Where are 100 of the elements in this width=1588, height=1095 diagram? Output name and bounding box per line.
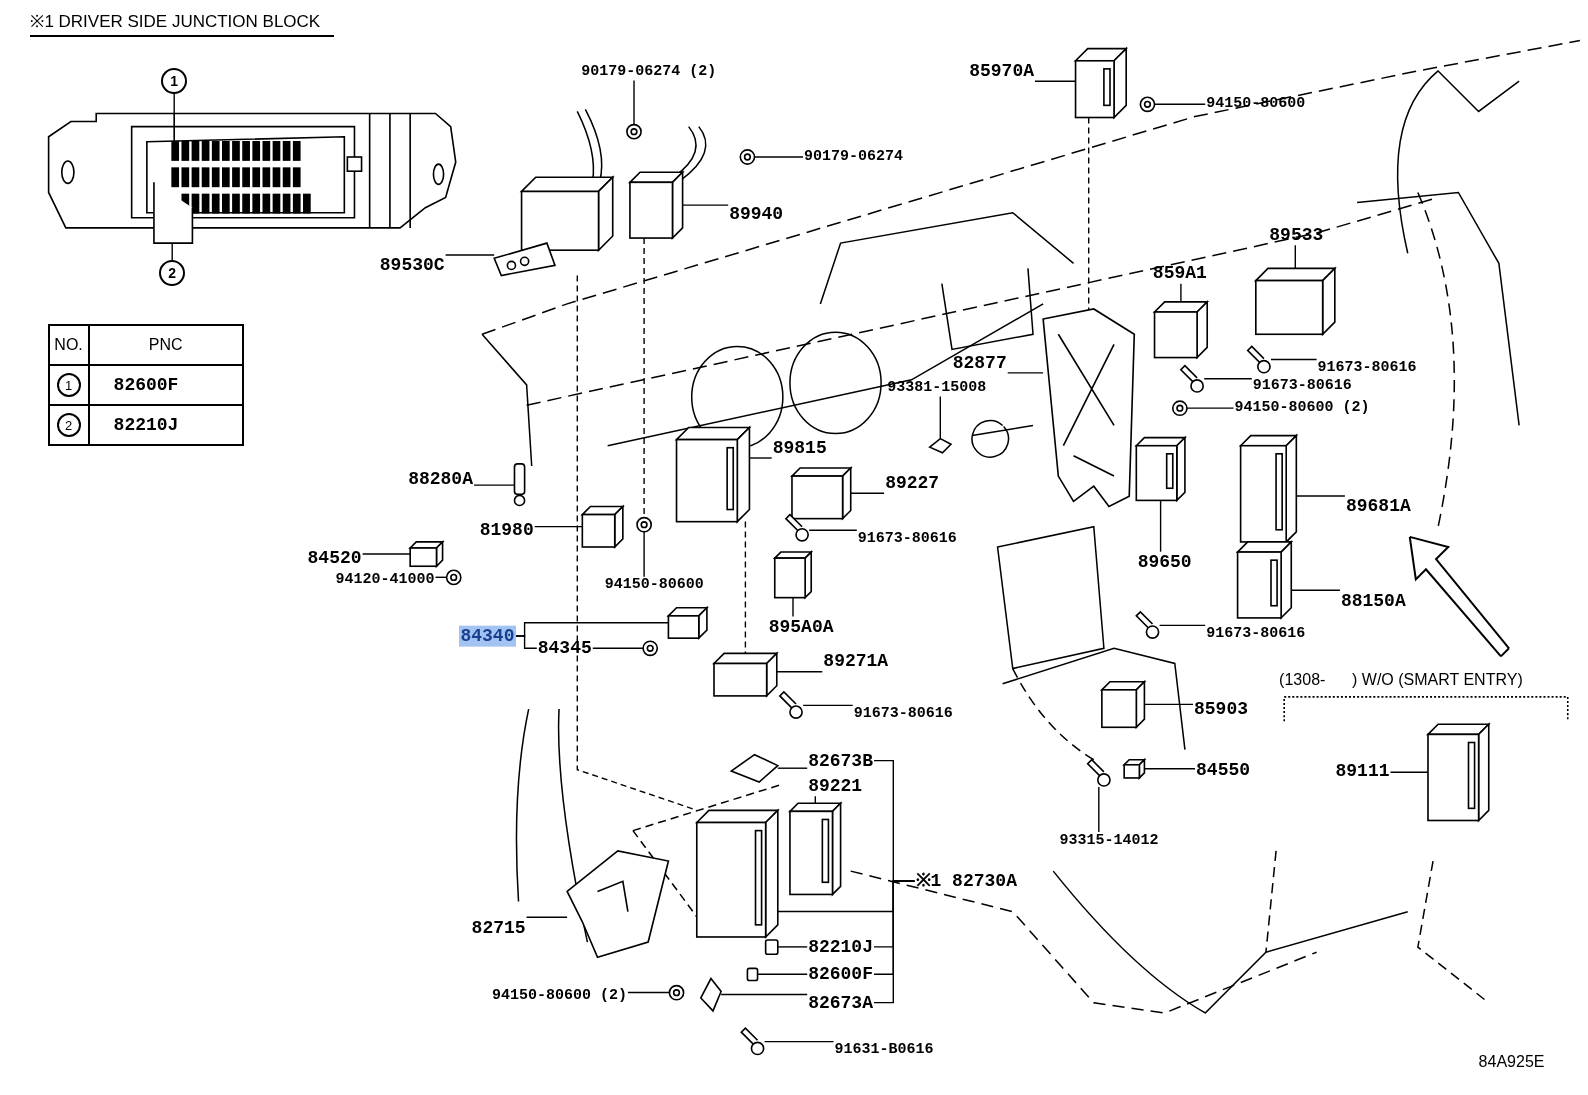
part-number: 90179-06274 (2) — [580, 63, 718, 81]
part-number: 94150-80600 (2) — [1233, 399, 1371, 417]
leader-line — [939, 395, 941, 440]
junction-block — [1426, 722, 1491, 823]
part-number: 94120-41000 — [334, 571, 436, 589]
leader-line — [1203, 378, 1253, 380]
nut — [739, 149, 756, 165]
section-title: ※1 DRIVER SIDE JUNCTION BLOCK — [30, 9, 335, 38]
leader-line — [1098, 786, 1100, 833]
nut — [445, 569, 462, 586]
bolt — [1179, 364, 1204, 393]
condition-note: (1308- ) W/O (SMART ENTRY) — [1279, 671, 1523, 690]
leader-line — [1186, 407, 1235, 409]
part-number: 88150A — [1339, 590, 1407, 611]
table-cell: 82210J — [89, 404, 242, 445]
leader-line — [1180, 283, 1182, 303]
part-number: 82673B — [807, 750, 874, 771]
part-number: 94150-80600 (2) — [490, 986, 628, 1005]
control-module — [493, 175, 615, 277]
callout-number: 2 — [159, 260, 186, 287]
leader-line — [814, 795, 816, 804]
part-number: 859A1 — [1151, 263, 1208, 284]
leader-line — [576, 274, 698, 811]
clip — [928, 437, 953, 454]
bolt — [778, 690, 803, 719]
leader-line — [592, 647, 644, 649]
switch — [666, 605, 709, 641]
leader-line — [792, 596, 794, 618]
part-number: 82877 — [951, 352, 1008, 373]
leader-line — [1295, 495, 1346, 497]
part-number: 895A0A — [767, 616, 835, 638]
leader-line — [756, 973, 808, 975]
fuse — [764, 939, 779, 955]
part-number: 89111 — [1334, 760, 1391, 782]
leader-line — [534, 525, 583, 528]
leader-line — [777, 767, 808, 769]
header-cell: NO. — [49, 326, 90, 365]
leader-line — [1159, 499, 1162, 553]
part-number: 93381-15008 — [886, 379, 988, 397]
junction-block-drawing — [47, 112, 457, 244]
part-number: 91673-80616 — [1251, 377, 1353, 395]
bolt — [1135, 610, 1160, 639]
part-number: 84550 — [1195, 759, 1252, 781]
bolt — [740, 1027, 765, 1056]
leader-line — [633, 79, 635, 126]
leader-line — [525, 916, 568, 918]
part-number: ※1 82730A — [914, 870, 1018, 892]
relay — [1099, 679, 1147, 730]
header-cell-text: PNC — [147, 335, 184, 356]
callout-number: 1 — [161, 68, 188, 94]
part-number: 84520 — [306, 547, 363, 569]
drawing-code: 84A925E — [1478, 1053, 1545, 1072]
part-number: 84345 — [536, 637, 593, 659]
relay — [1122, 757, 1147, 780]
part-number: 84340 — [459, 625, 516, 647]
leader-line — [1143, 703, 1194, 706]
part-number: 89681A — [1344, 496, 1412, 517]
part-number: 85903 — [1193, 698, 1250, 720]
part-number: 89533 — [1268, 224, 1325, 246]
leader-line — [850, 492, 885, 494]
part-number: 89815 — [771, 437, 828, 458]
part-number: 91673-80616 — [856, 530, 958, 548]
switch — [408, 539, 445, 569]
part-number: 89221 — [807, 775, 864, 797]
circled-number: 2 — [56, 413, 81, 438]
leader-line — [1153, 103, 1206, 105]
nut — [1139, 96, 1156, 113]
relay-block — [790, 466, 853, 521]
leader-line — [744, 520, 747, 654]
part-number: 91631-B0616 — [833, 1041, 935, 1059]
leader-line — [643, 531, 645, 578]
leader-line — [1034, 80, 1077, 82]
part-number: 89227 — [884, 472, 941, 494]
part-number: 91673-80616 — [1316, 359, 1418, 377]
leader-line — [1290, 589, 1341, 591]
part-number: 82673A — [807, 992, 874, 1013]
part-number: 90179-06274 — [803, 148, 905, 166]
control-module — [712, 651, 779, 698]
control-module — [1152, 299, 1210, 360]
leader-line — [361, 553, 411, 555]
part-number: 85970A — [968, 60, 1036, 82]
leader-line — [1294, 244, 1296, 270]
part-number: 93315-14012 — [1058, 831, 1160, 850]
relay — [1073, 46, 1129, 120]
clip — [729, 753, 780, 783]
leader-line — [753, 156, 804, 158]
leader-line — [1088, 116, 1090, 310]
part-number: 89530C — [378, 255, 446, 276]
mounting-bracket — [566, 850, 670, 959]
part-number: 88280A — [407, 468, 474, 490]
fuse — [746, 967, 759, 982]
control-module — [1238, 433, 1299, 544]
part-number: 89650 — [1136, 551, 1193, 573]
part-number: 91673-80616 — [852, 705, 954, 723]
relay — [772, 550, 814, 600]
clip — [699, 977, 722, 1013]
leader-line — [434, 576, 448, 578]
control-module — [1134, 435, 1187, 503]
leader-line — [681, 204, 729, 206]
leader-line — [171, 242, 173, 262]
